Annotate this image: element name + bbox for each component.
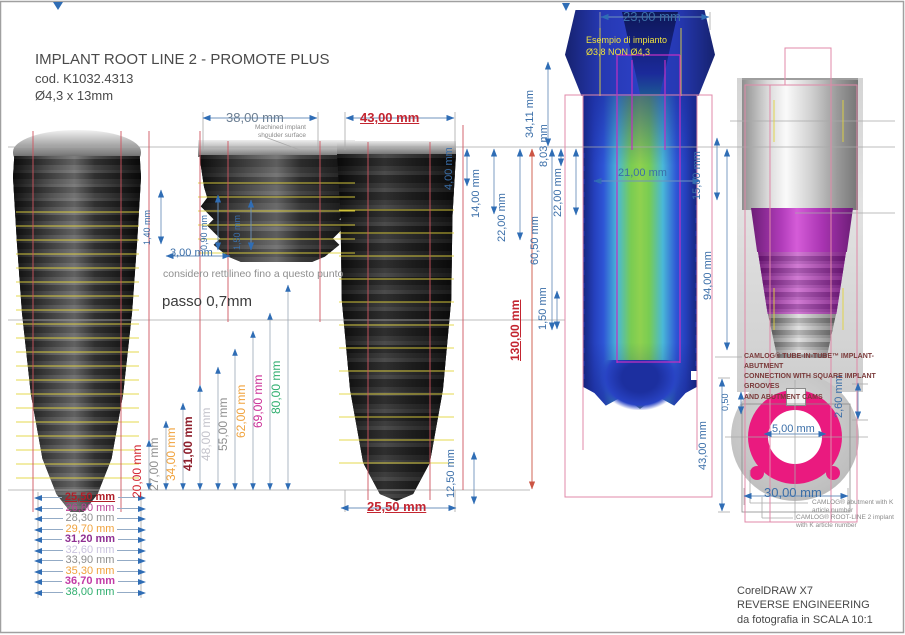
dim-43-00: 43,00 mm	[697, 421, 709, 470]
implant-shoulder	[198, 140, 355, 157]
stack-dim-label: 28,30 mm	[65, 512, 115, 524]
dim-130-00: 130,00 mm	[508, 299, 522, 361]
implant-photo-large	[13, 130, 141, 512]
ring-top-tab	[786, 388, 806, 406]
implant-ref-note: CAMLOG® ROOT-LINE 2 implant with K artic…	[796, 514, 894, 530]
height-dim-label: 48,00 mm	[199, 407, 213, 461]
machined-shoulder-note: Machined implant shoulder surface	[255, 124, 306, 140]
stack-dim-row: 28,30 mm	[34, 512, 147, 524]
stack-dim-row: 35,30 mm	[34, 565, 147, 577]
dim-22-00-a: 22,00 mm	[496, 193, 508, 242]
dim-34-11: 34,11 mm	[524, 89, 536, 138]
camlog-connection-note: CAMLOG® TUBE-IN-TUBE™ IMPLANT-ABUTMENT C…	[744, 353, 876, 401]
dim-14-00: 14,00 mm	[470, 169, 482, 218]
render-implant-threads-gray	[768, 314, 836, 358]
dim-width-38: 38,00 mm	[226, 110, 284, 125]
fem-implant-body	[583, 96, 697, 409]
dim-width-43: 43,00 mm	[360, 110, 420, 125]
height-dim-label: 20,00 mm	[130, 444, 144, 498]
considero-note: considero rettilineo fino a questo punto	[163, 268, 344, 280]
abutment-ref-note: CAMLOG® abutment with K article number	[812, 499, 894, 515]
passo-note: passo 0,7mm	[162, 293, 253, 310]
stack-dim-row: 33,90 mm	[34, 554, 147, 566]
dim-94-00: 94,00 mm	[702, 251, 714, 300]
dim-1-50-b: 1,50 mm	[232, 214, 242, 250]
render-abutment-cylinder	[742, 78, 858, 210]
stack-dim-label: 38,00 mm	[65, 586, 115, 598]
ring-cam-bump	[826, 466, 840, 480]
implant-thread-detail	[199, 155, 354, 262]
implant-size: Ø4,3 x 13mm	[35, 88, 114, 103]
stack-dim-label: 31,20 mm	[64, 533, 116, 545]
stack-dim-label: 35,30 mm	[65, 565, 115, 577]
stack-dim-label: 26,80 mm	[65, 502, 115, 514]
software-name: CorelDRAW X7	[737, 585, 813, 597]
render-implant-collar	[751, 208, 853, 252]
implant-shoulder	[13, 130, 141, 160]
fem-notch	[691, 371, 700, 380]
dim-3-00: 3,00 mm	[170, 247, 213, 259]
ring-cam-bump	[750, 466, 764, 480]
dim-15-00: 15,00 mm	[691, 151, 703, 200]
implant-shoulder	[337, 141, 456, 156]
dim-1-40: 1,40 mm	[142, 209, 152, 245]
product-code: cod. K1032.4313	[35, 71, 134, 86]
stack-dim-row: 32,60 mm	[34, 544, 147, 556]
reverse-engineering-label: REVERSE ENGINEERING	[737, 599, 870, 612]
dim-1-50-a: 1,50 mm	[537, 287, 549, 330]
esempio-impianto-note: Esempio di impianto Ø3,8 NON Ø4,3	[586, 35, 668, 57]
stack-dim-row: 25,50 mm	[34, 492, 146, 503]
dim-0-90: 0,90 mm	[199, 214, 209, 250]
height-dim-label: 27,00 mm	[147, 437, 161, 491]
implant-photo-full	[337, 141, 456, 501]
dim-12-50: 12,50 mm	[445, 449, 457, 498]
stack-dim-row: 36,70 mm	[34, 576, 146, 587]
dim-30-00: 30,00 mm	[764, 485, 822, 500]
stack-dim-label: 29,70 mm	[65, 523, 115, 535]
fem-notch	[691, 391, 700, 400]
height-dim-label: 34,00 mm	[164, 427, 178, 481]
stack-dim-label: 25,50 mm	[64, 491, 116, 503]
dim-4-00: 4,00 mm	[443, 147, 455, 190]
stack-dim-label: 32,60 mm	[65, 544, 115, 556]
height-dim-label: 55,00 mm	[216, 397, 230, 451]
stack-dim-row: 31,20 mm	[34, 534, 146, 545]
stack-dim-row: 38,00 mm	[34, 586, 147, 598]
stack-dim-label: 33,90 mm	[65, 554, 115, 566]
height-dim-label: 41,00 mm	[181, 416, 195, 471]
dim-5-00: 5,00 mm	[772, 423, 815, 435]
title-block: IMPLANT ROOT LINE 2 - PROMOTE PLUS cod. …	[35, 51, 330, 103]
stack-dim-row: 26,80 mm	[34, 502, 147, 514]
stack-dim-row: 29,70 mm	[34, 523, 147, 535]
scale-note: da fotografia in SCALA 10:1	[737, 613, 873, 626]
dim-8-03: 8,03 mm	[538, 124, 550, 167]
height-dim-label: 80,00 mm	[269, 360, 283, 414]
height-dim-label: 62,00 mm	[234, 384, 248, 438]
dim-width-23: 23,00 mm	[623, 9, 681, 24]
stack-dim-label: 36,70 mm	[64, 575, 116, 587]
page-title: IMPLANT ROOT LINE 2 - PROMOTE PLUS	[35, 51, 330, 68]
dim-60-50: 60,50 mm	[529, 216, 541, 265]
dim-25-50-bottom: 25,50 mm	[367, 499, 427, 514]
footer-block: CorelDRAW X7 REVERSE ENGINEERING da foto…	[737, 584, 873, 627]
height-dim-label: 69,00 mm	[251, 374, 265, 428]
dim-21-00: 21,00 mm	[618, 167, 667, 179]
dim-0-50: 0,50	[720, 393, 730, 411]
dim-22-00-b: 22,00 mm	[552, 168, 564, 217]
implant-photo-shoulder-detail	[196, 140, 357, 262]
fem-implant-internal-thread	[600, 360, 680, 410]
